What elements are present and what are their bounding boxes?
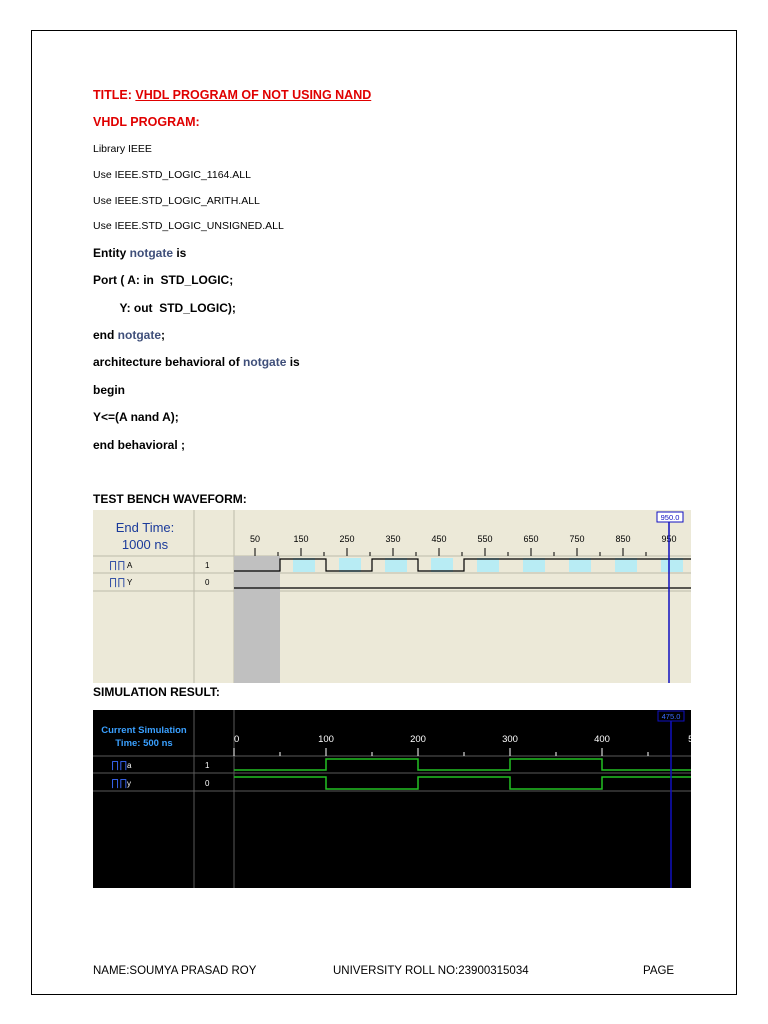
tb-tick-label: 850 [615, 534, 630, 544]
tb-signal-a-highlights [293, 558, 683, 572]
sim-time-axis: 0 100 200 300 400 500 [233, 734, 691, 756]
tb-signal-value-y: 0 [205, 578, 210, 587]
entity-is: is [173, 246, 187, 260]
library-line-1: Library IEEE [93, 143, 152, 155]
sim-tick-label: 100 [318, 734, 334, 745]
simulation-waveform: Current Simulation Time: 500 ns ∏∏ a 1 ∏… [93, 710, 691, 888]
tb-tick-label: 50 [250, 534, 260, 544]
sim-tick-label: 400 [594, 734, 610, 745]
sim-signal-value-a: 1 [205, 761, 210, 770]
footer-roll-number: UNIVERSITY ROLL NO:23900315034 [333, 965, 529, 977]
signal-icon-y: ∏∏ [109, 577, 125, 588]
library-line-2: Use IEEE.STD_LOGIC_1164.ALL [93, 169, 251, 181]
sim-signal-name-y: y [127, 779, 131, 788]
sim-label-line1: Current Simulation [101, 725, 187, 736]
tb-cyan-block [477, 558, 499, 572]
library-line-3: Use IEEE.STD_LOGIC_ARITH.ALL [93, 195, 260, 207]
title-text: VHDL PROGRAM OF NOT USING NAND [135, 88, 372, 102]
testbench-waveform: End Time: 1000 ns ∏∏ A 1 ∏∏ Y 0 50 150 250… [93, 510, 691, 683]
tb-signal-value-a: 1 [205, 561, 210, 570]
sim-tick-label: 200 [410, 734, 426, 745]
assignment-line: Y<=(A nand A); [93, 410, 179, 424]
tb-tick-label: 550 [477, 534, 492, 544]
tb-cyan-block [431, 558, 453, 572]
end-keyword: end [93, 328, 118, 342]
sim-waveform-y [234, 776, 691, 790]
architecture-is: is [286, 355, 300, 369]
sim-tick-label: 500 [688, 734, 691, 745]
tb-tick-label: 350 [385, 534, 400, 544]
tb-waveform-a [234, 558, 691, 572]
page-border [31, 30, 737, 995]
sim-cursor-label: 475.0 [662, 712, 681, 721]
y-port-line: Y: out STD_LOGIC); [93, 301, 236, 315]
sim-signal-icon-a: ∏∏ [111, 760, 127, 771]
tb-signal-name-y: Y [127, 578, 133, 587]
footer-page: PAGE [643, 965, 675, 977]
end-entity-name: notgate [117, 328, 162, 342]
sim-signal-name-a: a [127, 761, 132, 770]
tb-cursor-box [656, 511, 684, 523]
tb-cyan-block [385, 558, 407, 572]
tb-cursor-label: 950.0 [661, 513, 680, 522]
tb-tick-label: 150 [293, 534, 308, 544]
tb-signal-name-a: A [127, 561, 133, 570]
entity-keyword: Entity [93, 246, 130, 260]
end-time-label: End Time: [116, 520, 175, 535]
tb-cyan-block [523, 558, 545, 572]
sim-tick-label: 0 [234, 734, 239, 745]
testbench-svg: End Time: 1000 ns ∏∏ A 1 ∏∏ Y 0 50 150 250… [93, 510, 691, 683]
simulation-heading: SIMULATION RESULT: [93, 685, 220, 699]
tb-cyan-block [293, 558, 315, 572]
simulation-svg: Current Simulation Time: 500 ns ∏∏ a 1 ∏… [93, 710, 691, 888]
entity-name: notgate [129, 246, 174, 260]
port-line: Port ( A: in STD_LOGIC; [93, 273, 234, 287]
sim-signal-value-y: 0 [205, 779, 210, 788]
end-time-value: 1000 ns [122, 537, 169, 552]
sim-label-line2: Time: 500 ns [115, 738, 172, 749]
signal-icon-a: ∏∏ [109, 560, 125, 571]
footer-name: NAME:SOUMYA PRASAD ROY [93, 965, 257, 977]
tb-cyan-block [661, 558, 683, 572]
entity-line: Entity notgate is [93, 246, 186, 260]
end-semicolon: ; [161, 328, 166, 342]
sim-tick-label: 300 [502, 734, 518, 745]
program-heading: VHDL PROGRAM: [93, 115, 200, 129]
tb-cyan-block [615, 558, 637, 572]
sim-signal-icon-y: ∏∏ [111, 778, 127, 789]
tb-initial-region [234, 556, 280, 683]
tb-tick-label: 750 [569, 534, 584, 544]
tb-tick-label: 650 [523, 534, 538, 544]
title-prefix: TITLE: [93, 88, 136, 102]
sim-cursor-box [657, 710, 685, 722]
end-entity-line: end notgate; [93, 328, 165, 342]
library-line-4: Use IEEE.STD_LOGIC_UNSIGNED.ALL [93, 220, 284, 232]
tb-tick-label: 450 [431, 534, 446, 544]
begin-line: begin [93, 383, 125, 397]
architecture-keyword: architecture behavioral of [93, 355, 244, 369]
sim-waveform-a [234, 758, 691, 771]
end-behavioral-line: end behavioral ; [93, 438, 186, 452]
tb-cyan-block [339, 558, 361, 572]
document-title: TITLE: VHDL PROGRAM OF NOT USING NAND [93, 88, 371, 102]
tb-cyan-block [569, 558, 591, 572]
architecture-line: architecture behavioral of notgate is [93, 355, 300, 369]
testbench-heading: TEST BENCH WAVEFORM: [93, 492, 247, 506]
tb-tick-label: 250 [339, 534, 354, 544]
architecture-entity-name: notgate [243, 355, 287, 369]
